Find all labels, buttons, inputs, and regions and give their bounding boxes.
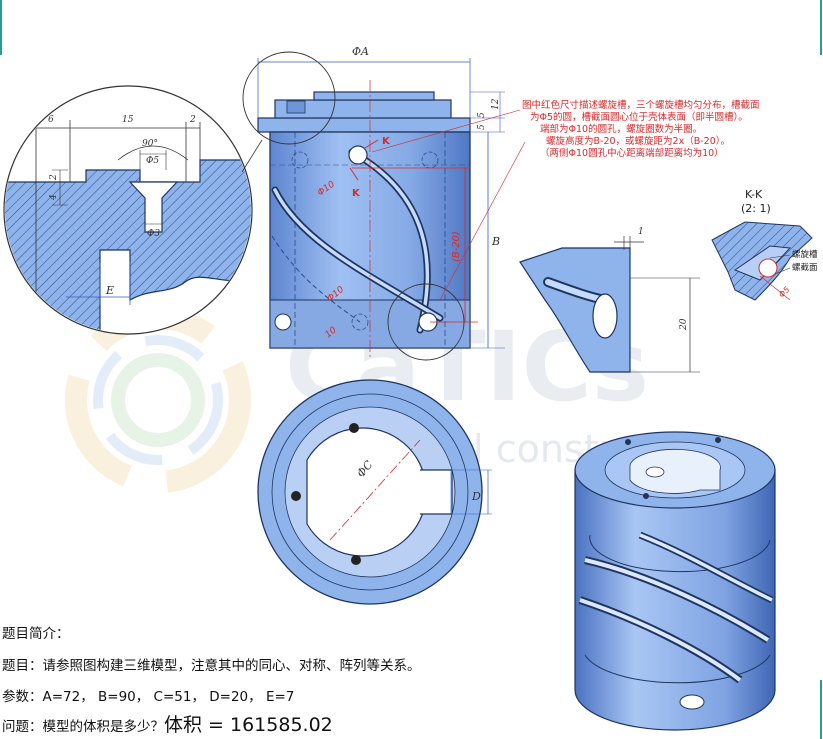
section-mark-K-bottom: K (352, 188, 361, 199)
dim-phi3: Φ3 (147, 229, 160, 239)
detail-leader (241, 139, 263, 173)
front-view: K K Φ10 Φ10 10 (B-20) (242, 51, 526, 361)
dim-4: 4 (49, 194, 59, 201)
answer-text: 体积 = 161585.02 (164, 714, 333, 736)
dim-phi-A: ΦA (352, 45, 369, 58)
intro-label: 题目简介： (2, 626, 70, 642)
note-line-5: （两侧Φ10圆孔中心距离端部距离均为10） (540, 147, 724, 159)
section-label-face: 螺截面 (792, 262, 818, 273)
dim-5: 5 (477, 112, 487, 118)
dim-E: E (105, 284, 114, 297)
section-mark-K-top: K (382, 136, 391, 147)
section-title: K-K (745, 188, 763, 201)
dim-B: B (491, 235, 500, 248)
groove-note: 图中红色尺寸描述螺旋槽，三个螺旋槽均匀分布，槽截面 为Φ5的圆，槽截面圆心位于壳… (522, 99, 760, 159)
dim-1: 1 (638, 227, 644, 237)
top-view: ΦC D (257, 379, 492, 605)
question-text: 问题：模型的体积是多少？ (2, 719, 164, 735)
dim-6: 6 (48, 115, 54, 125)
dim-2: 2 (189, 115, 196, 125)
dim-right-group: 12 5 5 B (470, 91, 505, 349)
groove-end-detail: 1 20 (519, 227, 700, 373)
question-row: 问题：模型的体积是多少？体积 = 161585.02 (2, 710, 333, 737)
watermark-gear-icon (65, 307, 251, 493)
detail-view-circle: 6 15 2 90° Φ5 Φ3 4 2 E (3, 85, 253, 335)
dim-20: 20 (679, 318, 689, 331)
dim-90-deg: 90° (142, 139, 158, 149)
dim-2b: 2 (49, 174, 59, 181)
task-text: 题目：请参照图构建三维模型，注意其中的同心、对称、阵列等关系。 (2, 658, 421, 674)
note-line-4: 螺旋高度为B-20，或螺旋距为2x（B-20）。 (546, 135, 730, 147)
dim-phi5: Φ5 (146, 156, 159, 166)
section-label-groove: 螺旋槽 (792, 249, 818, 260)
section-KK: K-K (2: 1) 螺旋槽 螺截面 Φ5 (711, 188, 818, 301)
dim-B-minus-20: (B-20) (451, 231, 462, 262)
dim-5b: 5 (477, 124, 487, 130)
note-line-3: 端部为Φ10的圆孔，螺旋圈数为半圈。 (540, 123, 702, 135)
dim-phi-A-group: ΦA (257, 45, 471, 118)
note-line-1: 图中红色尺寸描述螺旋槽，三个螺旋槽均匀分布，槽截面 (522, 99, 760, 111)
iso-view (574, 431, 776, 731)
section-phi5: Φ5 (777, 285, 791, 299)
note-line-2: 为Φ5的圆，槽截面圆心位于壳体表面（即半圆槽）。 (530, 111, 748, 123)
section-scale: (2: 1) (741, 202, 771, 215)
dim-12: 12 (491, 98, 501, 110)
dim-15: 15 (122, 115, 134, 125)
params-text: 参数：A=72， B=90， C=51， D=20， E=7 (2, 689, 295, 705)
dim-D: D (471, 490, 481, 503)
